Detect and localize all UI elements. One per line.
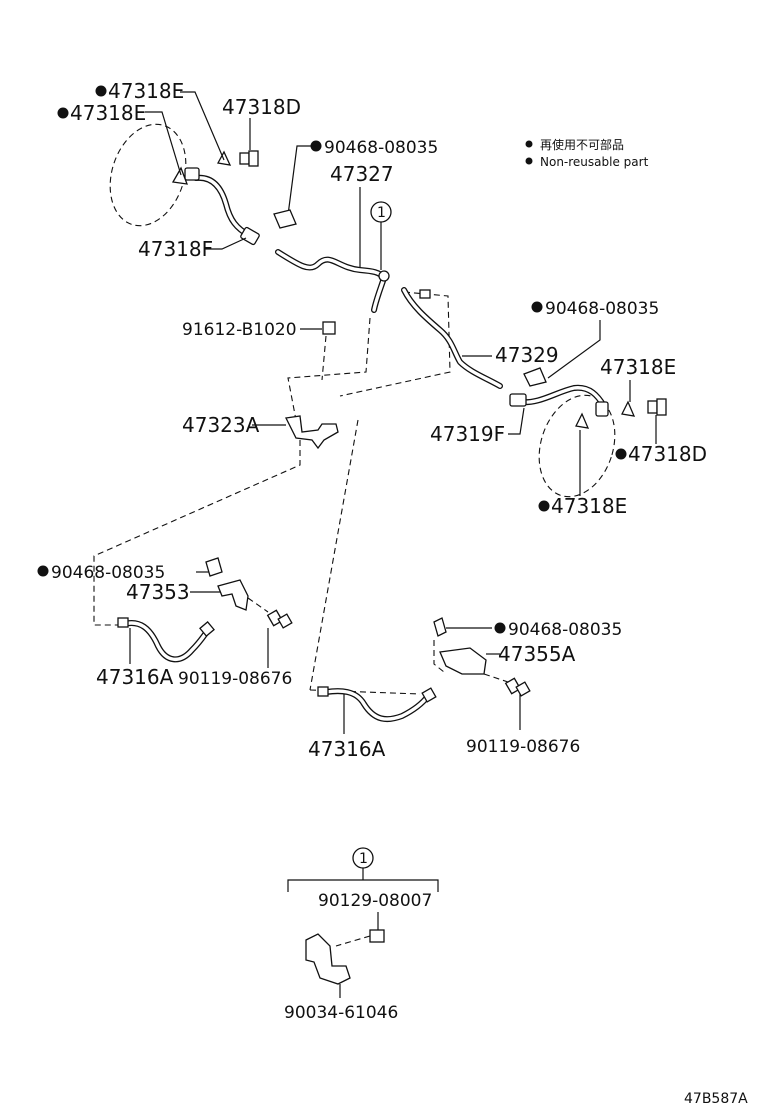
diagram-reference-code: 47B587A (684, 1091, 748, 1107)
tube-47318F (193, 174, 253, 239)
bracket-47353 (217, 579, 249, 611)
label-47355A: 47355A (498, 642, 576, 666)
label-47323A: 47323A (182, 413, 260, 437)
flare-nut (509, 393, 527, 407)
legend-dot-icon (525, 157, 533, 165)
non-reusable-marker-icon (494, 622, 506, 634)
clip-90468 (523, 367, 547, 387)
bolt-90129 (369, 929, 385, 943)
bolt-47318D (647, 400, 658, 414)
legend-english-text: Non-reusable part (540, 155, 649, 169)
label-47318E: 47318E (70, 101, 146, 125)
label-47329: 47329 (495, 343, 559, 367)
label-90468-08035: 90468-08035 (51, 563, 165, 583)
non-reusable-marker-icon (95, 85, 107, 97)
callout-number: 1 (359, 851, 368, 867)
non-reusable-marker-icon (531, 301, 543, 313)
clip-47318E (575, 412, 590, 429)
label-47318E: 47318E (108, 79, 184, 103)
hose-fitting (184, 167, 200, 181)
label-91612-B1020: 91612-B1020 (182, 320, 297, 340)
bracket-47323A (285, 415, 339, 450)
bracket-47355A (439, 647, 487, 675)
legend: 再使用不可部品 Non-reusable part (525, 137, 649, 169)
flare-nut (240, 226, 260, 246)
label-90119-08676: 90119-08676 (466, 737, 580, 757)
non-reusable-marker-icon (538, 500, 550, 512)
hose-fitting (595, 401, 609, 417)
label-90119-08676: 90119-08676 (178, 669, 292, 689)
label-47316A: 47316A (308, 737, 386, 761)
clip-47318E (171, 166, 188, 185)
non-reusable-marker-icon (37, 565, 49, 577)
label-47318D: 47318D (628, 442, 707, 466)
clip-90468 (433, 617, 447, 637)
bolt-47318D (239, 152, 250, 165)
label-90129-08007: 90129-08007 (318, 891, 432, 911)
label-90468-08035: 90468-08035 (508, 620, 622, 640)
tube-clamp (378, 270, 390, 282)
label-47318D: 47318D (222, 95, 301, 119)
label-90468-08035: 90468-08035 (545, 299, 659, 319)
label-90468-08035: 90468-08035 (324, 138, 438, 158)
label-47327: 47327 (330, 162, 394, 186)
clip-90468 (205, 557, 223, 577)
bolt-90119 (504, 677, 522, 695)
label-47319F: 47319F (430, 422, 505, 446)
front-left-wheel-assembly (109, 123, 260, 246)
tube-47329 (401, 287, 503, 389)
label-47318F: 47318F (138, 237, 213, 261)
bolt-91612 (322, 321, 336, 335)
label-47316A: 47316A (96, 665, 174, 689)
non-reusable-marker-icon (615, 448, 627, 460)
clamp-90034 (305, 933, 351, 985)
clip-90468 (273, 209, 297, 229)
wheel-outline (109, 123, 187, 227)
hose-47316A (121, 620, 211, 663)
wheel-outline (538, 394, 616, 498)
non-reusable-marker-icon (57, 107, 69, 119)
label-47353: 47353 (126, 580, 190, 604)
label-47318E: 47318E (600, 355, 676, 379)
subassembly-bracket-line (287, 879, 439, 892)
label-90034-61046: 90034-61046 (284, 1003, 398, 1023)
bolt-90119 (266, 609, 284, 627)
clip-47318E (621, 400, 636, 417)
legend-japanese-text: 再使用不可部品 (540, 137, 624, 152)
label-47318E: 47318E (551, 494, 627, 518)
callout-number: 1 (377, 205, 386, 221)
legend-dot-icon (525, 140, 533, 148)
